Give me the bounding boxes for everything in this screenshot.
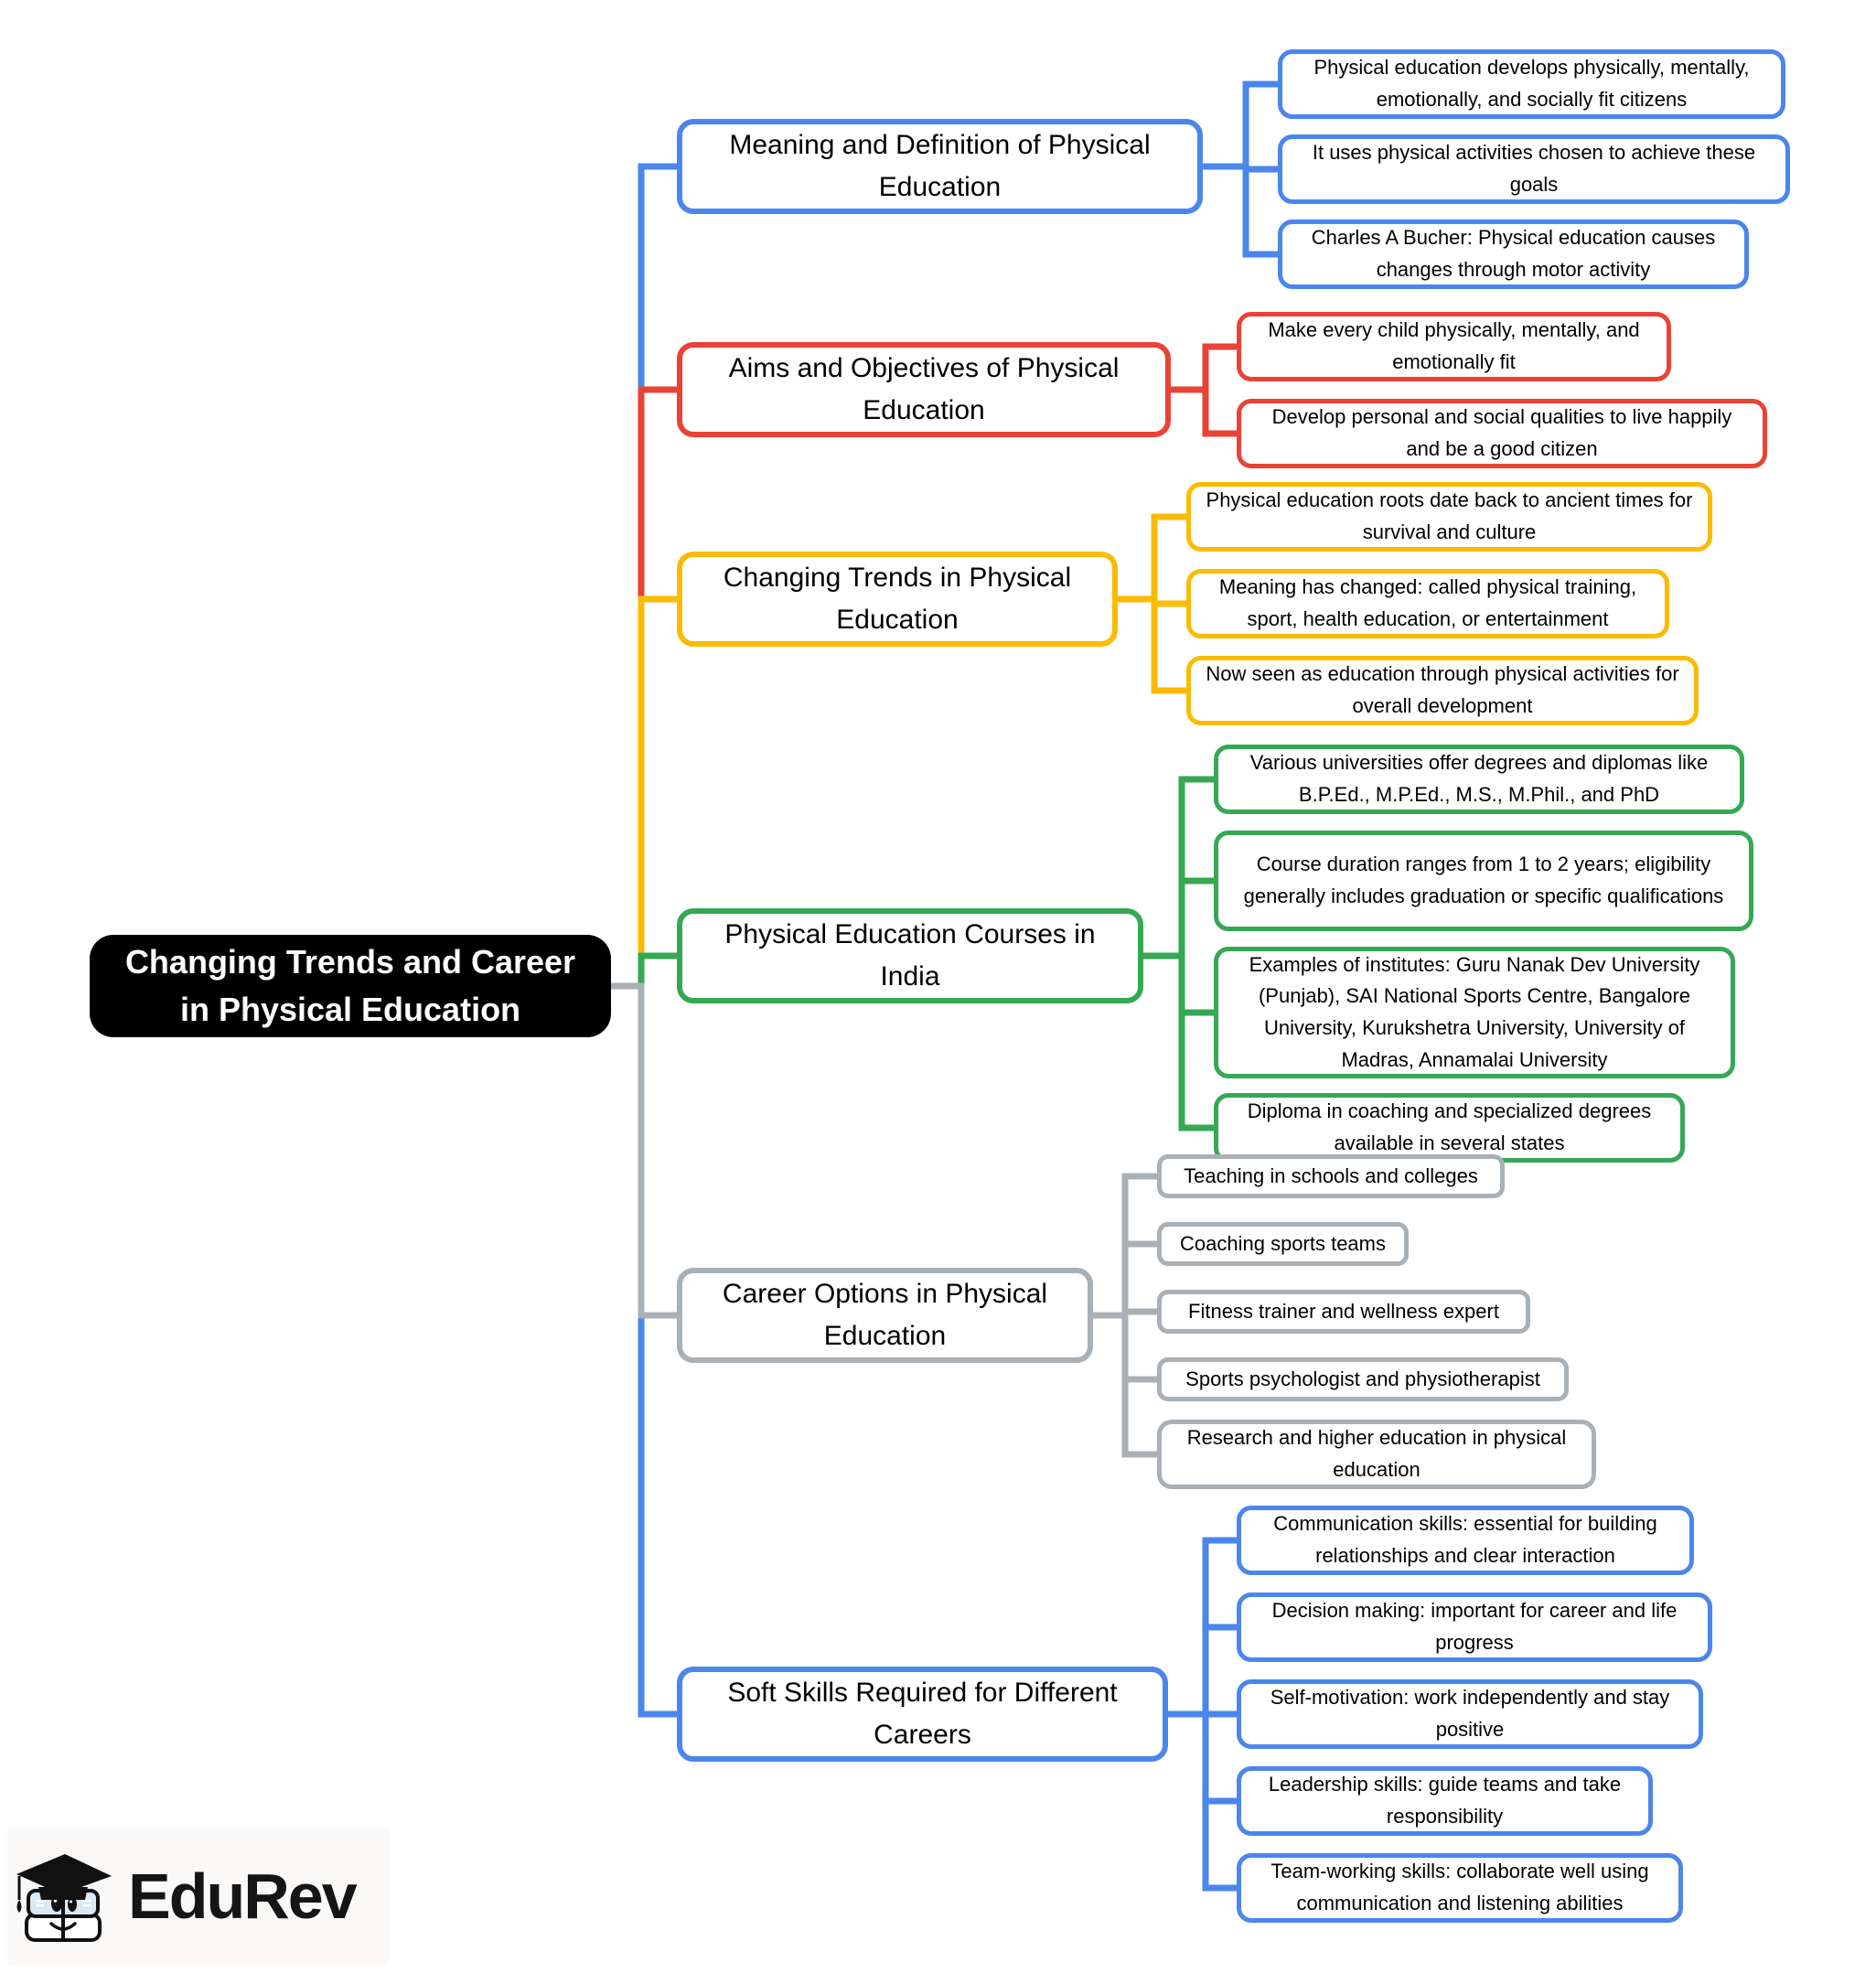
edurev-mascot-icon [16, 1854, 112, 1942]
child-node: Diploma in coaching and specialized degr… [1214, 1093, 1685, 1163]
child-node: Physical education roots date back to an… [1186, 482, 1712, 552]
child-node: Coaching sports teams [1157, 1222, 1409, 1266]
child-node: Research and higher education in physica… [1157, 1420, 1596, 1489]
child-node: Leadership skills: guide teams and take … [1237, 1766, 1653, 1836]
edurev-logo-text: EduRev [128, 1860, 358, 1932]
central-topic-node: Changing Trends and Career in Physical E… [90, 935, 611, 1037]
branch-node-meaning-definition: Meaning and Definition of Physical Educa… [677, 119, 1203, 214]
branch-node-pe-courses-india: Physical Education Courses in India [677, 908, 1143, 1003]
branch-node-soft-skills: Soft Skills Required for Different Caree… [677, 1667, 1168, 1762]
branch-node-aims-objectives: Aims and Objectives of Physical Educatio… [677, 342, 1171, 437]
child-node: Teaching in schools and colleges [1157, 1154, 1505, 1198]
child-node: Charles A Bucher: Physical education cau… [1278, 220, 1749, 289]
child-node: Physical education develops physically, … [1278, 49, 1785, 119]
child-node: Team-working skills: collaborate well us… [1237, 1853, 1683, 1923]
child-node: Develop personal and social qualities to… [1237, 399, 1767, 468]
child-node: Meaning has changed: called physical tra… [1186, 569, 1669, 638]
child-node: Course duration ranges from 1 to 2 years… [1214, 831, 1753, 931]
child-node: Various universities offer degrees and d… [1214, 745, 1744, 814]
child-node: Make every child physically, mentally, a… [1237, 312, 1671, 381]
edurev-logo: EduRev [7, 1828, 390, 1965]
branch-node-career-options: Career Options in Physical Education [677, 1268, 1093, 1363]
child-node: Fitness trainer and wellness expert [1157, 1290, 1530, 1334]
child-node: Sports psychologist and physiotherapist [1157, 1357, 1569, 1401]
branch-node-changing-trends: Changing Trends in Physical Education [677, 552, 1118, 647]
child-node: Self-motivation: work independently and … [1237, 1679, 1703, 1749]
child-node: Decision making: important for career an… [1237, 1592, 1712, 1662]
child-node: Now seen as education through physical a… [1186, 656, 1699, 725]
child-node: Examples of institutes: Guru Nanak Dev U… [1214, 947, 1735, 1078]
child-node: It uses physical activities chosen to ac… [1278, 134, 1790, 204]
child-node: Communication skills: essential for buil… [1237, 1506, 1694, 1575]
